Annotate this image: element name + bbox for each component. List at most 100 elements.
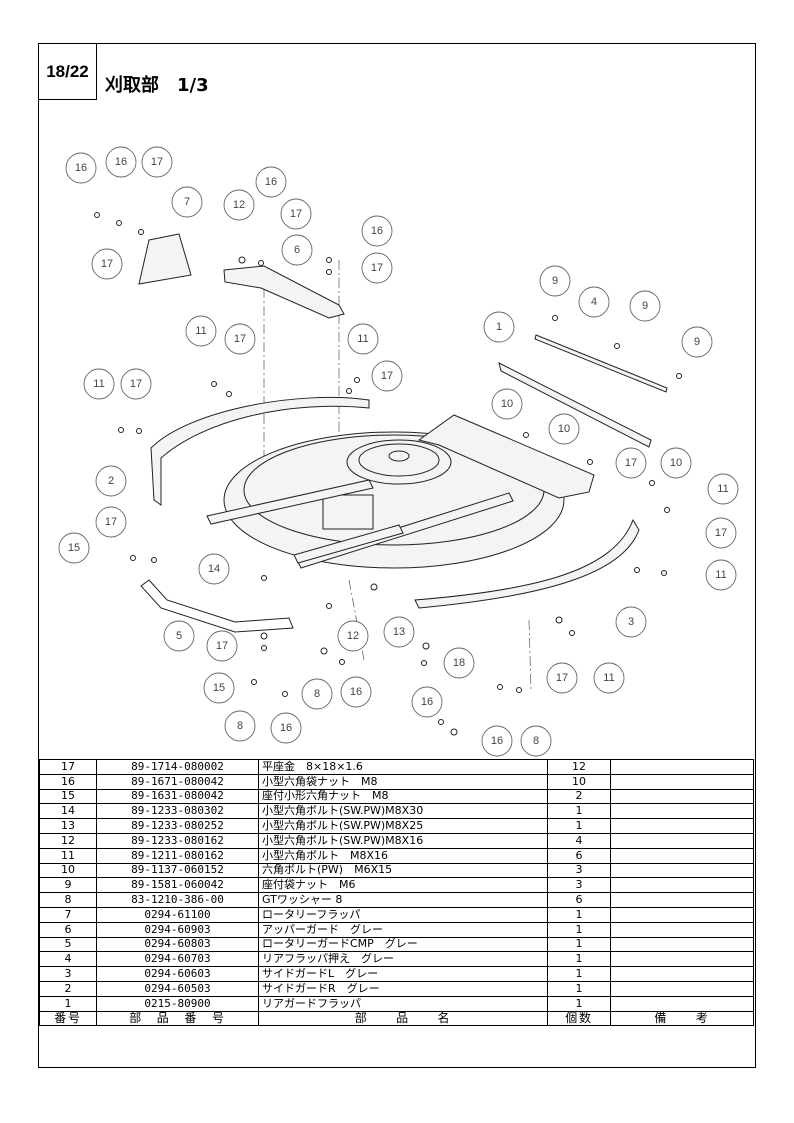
callout-label: 2 [108, 475, 114, 487]
cell-part-name: サイドガードR グレー [258, 980, 548, 997]
callout-8: 8 [520, 725, 552, 757]
callout-label: 11 [195, 325, 206, 337]
column-header-quantity: 個数 [547, 1010, 611, 1027]
cell-part-name: 座付小形六角ナット M8 [258, 788, 548, 805]
table-header-row: 番号 部 品 番 号 部 品 名 個数 備 考 [39, 1010, 754, 1027]
callout-7: 7 [171, 186, 203, 218]
cell-remarks [610, 951, 754, 968]
callout-label: 16 [265, 176, 277, 188]
callout-circle [483, 311, 515, 343]
fastener [634, 567, 640, 573]
fastener [116, 220, 122, 226]
cell-item-number: 8 [39, 892, 97, 908]
cell-remarks [610, 803, 754, 820]
cell-remarks [610, 921, 754, 938]
callout-label: 11 [93, 378, 104, 390]
callout-circle [120, 368, 152, 400]
callout-circle [361, 215, 393, 247]
rear-flapper-holder [534, 334, 668, 393]
callout-circle [224, 323, 256, 355]
fastener [94, 212, 100, 218]
callout-circle [65, 152, 97, 184]
callout-circle [58, 532, 90, 564]
cell-part-name: 小型六角ボルト(SW.PW)M8X25 [258, 818, 548, 834]
callout-label: 15 [68, 542, 80, 554]
callout-13: 13 [383, 616, 415, 648]
fasteners [94, 212, 682, 736]
side-guard-r [150, 396, 370, 506]
callout-17: 17 [224, 323, 256, 355]
cell-item-number: 15 [39, 788, 97, 805]
callout-17: 17 [91, 248, 123, 280]
callout-11: 11 [705, 559, 737, 591]
callout-label: 11 [603, 672, 614, 684]
callout-label: 10 [558, 423, 570, 435]
callout-circle [615, 447, 647, 479]
cell-part-number: 89-1714-080002 [96, 759, 259, 775]
cell-part-name: GTワッシャー 8 [258, 892, 548, 908]
page-title: 刈取部 1/3 [105, 75, 209, 96]
callout-label: 12 [233, 199, 245, 211]
callout-circle [546, 662, 578, 694]
callout-label: 8 [237, 720, 243, 732]
fastener [320, 647, 328, 655]
cell-item-number: 1 [39, 995, 97, 1012]
callout-label: 11 [357, 333, 368, 345]
callout-label: 18 [453, 657, 465, 669]
callout-label: 10 [501, 398, 513, 410]
fastener [354, 377, 360, 383]
cell-part-number: 89-1671-080042 [96, 773, 259, 790]
callout-label: 9 [642, 300, 648, 312]
cell-quantity: 6 [547, 892, 611, 908]
cell-part-number: 0294-60503 [96, 980, 259, 997]
callout-label: 17 [151, 156, 163, 168]
callout-circle [95, 465, 127, 497]
callout-17: 17 [371, 360, 403, 392]
callout-circle [705, 559, 737, 591]
cell-part-number: 0294-60603 [96, 966, 259, 982]
cell-item-number: 4 [39, 951, 97, 968]
fastener [151, 557, 157, 563]
cell-remarks [610, 818, 754, 834]
fastener [552, 315, 558, 321]
column-header-part-number: 部 品 番 号 [96, 1010, 259, 1027]
cell-part-name: 平座金 8×18×1.6 [258, 759, 548, 775]
cell-quantity: 1 [547, 906, 611, 923]
callout-11: 11 [347, 323, 379, 355]
callout-circle [105, 146, 137, 178]
rear-frame [417, 414, 595, 499]
callout-circle [361, 252, 393, 284]
callout-label: 8 [314, 688, 320, 700]
fastener [282, 691, 288, 697]
callout-label: 14 [208, 563, 220, 575]
callout-circle [141, 146, 173, 178]
callout-10: 10 [660, 447, 692, 479]
fastener [450, 728, 458, 736]
callout-11: 11 [707, 473, 739, 505]
callout-label: 17 [216, 640, 228, 652]
cell-quantity: 3 [547, 877, 611, 894]
callout-circle [163, 620, 195, 652]
cell-quantity: 1 [547, 951, 611, 968]
cell-part-name: 小型六角ボルト(SW.PW)M8X16 [258, 832, 548, 849]
callout-15: 15 [58, 532, 90, 564]
callout-label: 17 [290, 208, 302, 220]
fastener [370, 583, 378, 591]
fastener [251, 679, 257, 685]
callout-label: 17 [715, 527, 727, 539]
callout-16: 16 [270, 712, 302, 744]
callout-17: 17 [546, 662, 578, 694]
callout-6: 6 [281, 234, 313, 266]
cell-part-name: リアフラッパ押え グレー [258, 951, 548, 968]
callout-circle [481, 725, 513, 757]
cell-remarks [610, 892, 754, 908]
parts-sheet: 18/22 刈取部 1/3 [38, 43, 756, 1068]
rotary-guard [140, 579, 294, 633]
callout-label: 9 [694, 336, 700, 348]
